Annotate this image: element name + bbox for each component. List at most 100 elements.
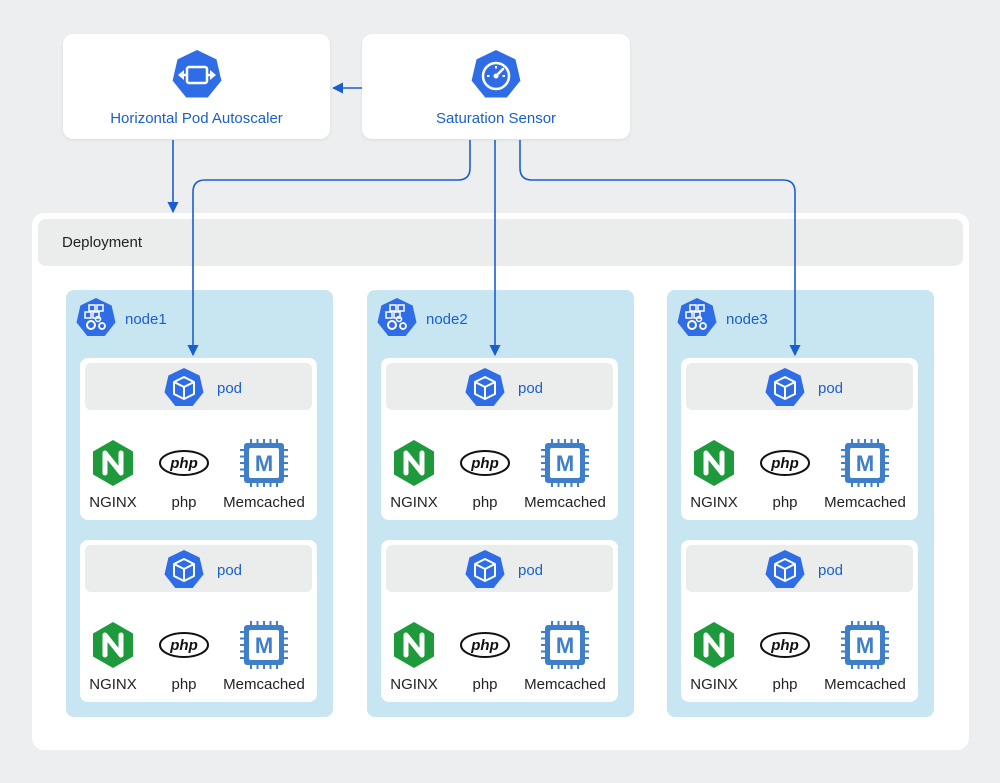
app-memcached: M Memcached (820, 438, 910, 511)
app-label: Memcached (824, 676, 906, 693)
pod-header: pod (85, 363, 312, 410)
svg-text:M: M (856, 451, 874, 476)
pod-icon (164, 368, 204, 406)
svg-text:M: M (556, 633, 574, 658)
saturation-sensor-label: Saturation Sensor (435, 110, 557, 127)
node-label: node1 (125, 311, 167, 328)
svg-text:php: php (770, 637, 799, 654)
pod-icon (465, 550, 505, 588)
deployment-header: Deployment (38, 219, 963, 266)
php-logo-icon: php (760, 632, 810, 658)
php-logo-icon: php (760, 450, 810, 476)
app-label: NGINX (690, 494, 738, 511)
saturation-sensor-card: Saturation Sensor (362, 34, 630, 139)
svg-text:php: php (470, 637, 499, 654)
svg-text:php: php (169, 455, 198, 472)
app-label: php (171, 494, 197, 511)
app-label: NGINX (690, 676, 738, 693)
app-label: Memcached (524, 494, 606, 511)
pod-header: pod (386, 545, 613, 592)
svg-text:php: php (169, 637, 198, 654)
app-label: php (472, 676, 498, 693)
app-nginx: NGINX (669, 620, 759, 693)
pod-icon (164, 550, 204, 588)
nginx-logo-icon (394, 622, 434, 668)
memcached-logo-icon: M (240, 621, 288, 669)
memcached-logo-icon: M (240, 439, 288, 487)
pod-label: pod (818, 380, 844, 397)
pod-header: pod (386, 363, 613, 410)
app-php: php php (440, 438, 530, 511)
memcached-logo-icon: M (841, 621, 889, 669)
deployment-label: Deployment (62, 234, 143, 251)
pod-label: pod (518, 562, 544, 579)
memcached-logo-icon: M (541, 439, 589, 487)
node-icon (76, 298, 116, 336)
pod-label: pod (518, 380, 544, 397)
app-label: NGINX (390, 494, 438, 511)
svg-text:M: M (255, 633, 273, 658)
node-icon (377, 298, 417, 336)
app-label: NGINX (89, 494, 137, 511)
pod-label: pod (217, 380, 243, 397)
app-label: php (472, 494, 498, 511)
memcached-logo-icon: M (541, 621, 589, 669)
node-icon (677, 298, 717, 336)
pod-header: pod (85, 545, 312, 592)
app-label: Memcached (223, 494, 305, 511)
svg-text:php: php (470, 455, 499, 472)
php-logo-icon: php (460, 632, 510, 658)
app-nginx: NGINX (669, 438, 759, 511)
app-php: php php (740, 620, 830, 693)
app-label: NGINX (390, 676, 438, 693)
pod-icon (765, 550, 805, 588)
pod-icon (765, 368, 805, 406)
app-php: php php (139, 620, 229, 693)
app-memcached: M Memcached (820, 620, 910, 693)
app-label: Memcached (824, 494, 906, 511)
hpa-card: Horizontal Pod Autoscaler (63, 34, 330, 139)
app-label: php (171, 676, 197, 693)
node-label: node2 (426, 311, 468, 328)
app-label: NGINX (89, 676, 137, 693)
pod-label: pod (217, 562, 243, 579)
nginx-logo-icon (694, 622, 734, 668)
app-nginx: NGINX (68, 620, 158, 693)
nginx-logo-icon (93, 440, 133, 486)
pod-header: pod (686, 545, 913, 592)
app-nginx: NGINX (68, 438, 158, 511)
svg-text:M: M (255, 451, 273, 476)
nginx-logo-icon (694, 440, 734, 486)
svg-text:M: M (556, 451, 574, 476)
app-label: php (772, 676, 798, 693)
nginx-logo-icon (93, 622, 133, 668)
app-label: Memcached (524, 676, 606, 693)
app-nginx: NGINX (369, 438, 459, 511)
php-logo-icon: php (159, 632, 209, 658)
app-memcached: M Memcached (520, 620, 610, 693)
hpa-label: Horizontal Pod Autoscaler (110, 110, 283, 127)
app-label: Memcached (223, 676, 305, 693)
hpa-icon (172, 50, 221, 98)
nginx-logo-icon (394, 440, 434, 486)
svg-text:php: php (770, 455, 799, 472)
app-php: php php (139, 438, 229, 511)
svg-text:M: M (856, 633, 874, 658)
node-label: node3 (726, 311, 768, 328)
php-logo-icon: php (460, 450, 510, 476)
php-logo-icon: php (159, 450, 209, 476)
pod-icon (465, 368, 505, 406)
app-memcached: M Memcached (520, 438, 610, 511)
app-php: php php (440, 620, 530, 693)
app-nginx: NGINX (369, 620, 459, 693)
